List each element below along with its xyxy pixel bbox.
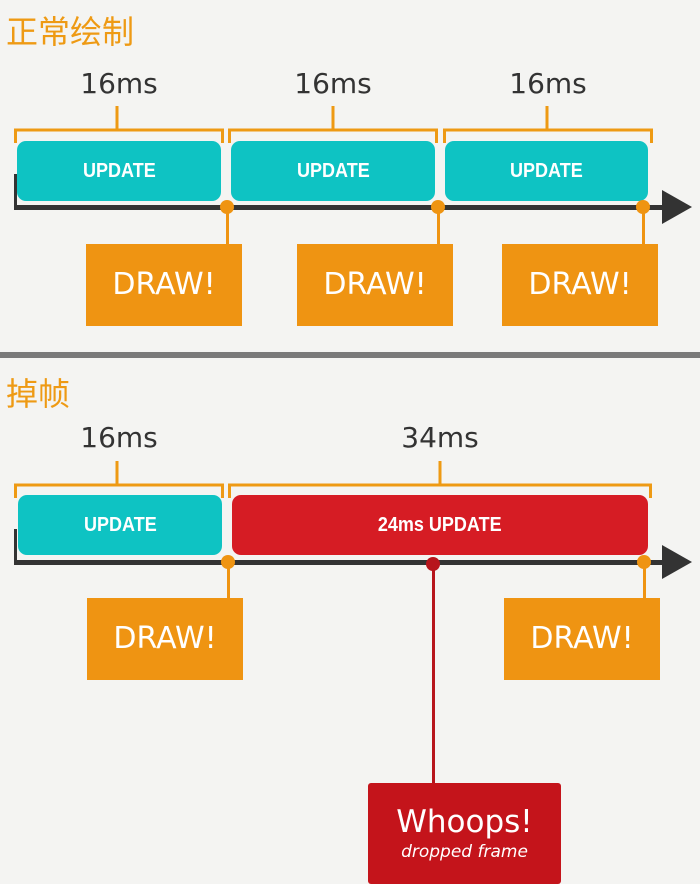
- update-block: UPDATE: [231, 141, 435, 201]
- duration-label: 16ms: [509, 67, 587, 100]
- duration-brace: [14, 461, 224, 498]
- dropped-frame-dot: [426, 557, 440, 571]
- draw-connector: [226, 206, 229, 246]
- frame-marker-dot: [221, 555, 235, 569]
- update-block: UPDATE: [445, 141, 648, 201]
- timeline-arrow-icon: [662, 190, 692, 224]
- whoops-subtitle: dropped frame: [401, 842, 528, 862]
- update-label: UPDATE: [82, 160, 156, 182]
- slow-update-block: 24ms UPDATE: [232, 495, 648, 555]
- update-block: UPDATE: [18, 495, 222, 555]
- timeline-start-tick: [14, 529, 17, 565]
- duration-brace: [228, 106, 438, 143]
- whoops-callout: Whoops! dropped frame: [368, 783, 561, 884]
- update-label: UPDATE: [510, 160, 583, 182]
- frame-marker-dot: [636, 200, 650, 214]
- update-label: UPDATE: [83, 514, 157, 536]
- draw-block: DRAW!: [297, 244, 453, 326]
- timeline-axis: [14, 560, 664, 565]
- draw-block: DRAW!: [86, 244, 242, 326]
- update-block: UPDATE: [17, 141, 221, 201]
- duration-brace: [443, 106, 653, 143]
- duration-brace: [14, 106, 224, 143]
- duration-brace: [228, 461, 652, 498]
- frame-marker-dot: [220, 200, 234, 214]
- dropped-frame-connector: [432, 563, 435, 784]
- timeline-start-tick: [14, 174, 17, 210]
- draw-block: DRAW!: [87, 598, 243, 680]
- frame-marker-dot: [637, 555, 651, 569]
- draw-connector: [643, 561, 646, 601]
- draw-block: DRAW!: [504, 598, 660, 680]
- draw-connector: [437, 206, 440, 246]
- duration-label: 34ms: [401, 421, 479, 454]
- update-label: UPDATE: [296, 160, 370, 182]
- draw-block: DRAW!: [502, 244, 658, 326]
- draw-connector: [642, 206, 645, 246]
- whoops-title: Whoops!: [396, 804, 533, 840]
- duration-label: 16ms: [294, 67, 372, 100]
- update-label: 24ms UPDATE: [378, 514, 502, 536]
- section-title-normal: 正常绘制: [6, 13, 135, 51]
- timeline-axis: [14, 205, 664, 210]
- draw-connector: [227, 561, 230, 601]
- section-title-dropped: 掉帧: [6, 375, 71, 413]
- duration-label: 16ms: [80, 67, 158, 100]
- duration-label: 16ms: [80, 421, 158, 454]
- frame-marker-dot: [431, 200, 445, 214]
- timeline-arrow-icon: [662, 545, 692, 579]
- section-divider: [0, 352, 700, 358]
